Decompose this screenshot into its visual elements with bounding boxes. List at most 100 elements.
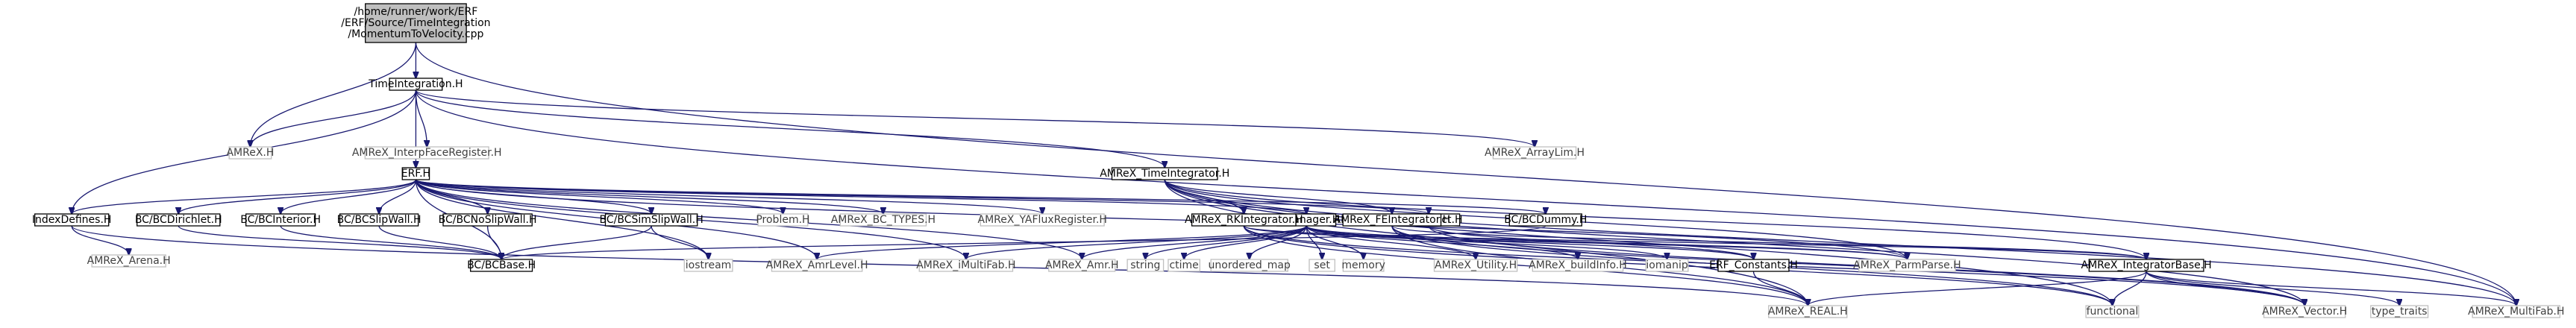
node-bcbase[interactable]: BC/BCBase.H — [467, 259, 536, 272]
node-label-buildinfo: AMReX_buildInfo.H — [1529, 259, 1627, 271]
node-label-root-2: /MomentumToVelocity.cpp — [348, 28, 483, 40]
node-bcdirichlet[interactable]: BC/BCDirichlet.H — [135, 213, 222, 227]
node-yaflux: AMReX_YAFluxRegister.H — [978, 213, 1107, 227]
node-amr: AMReX_Amr.H — [1045, 259, 1119, 272]
edge-rkintegrator-to-integratorbase — [1243, 225, 2146, 259]
node-label-bcinterior: BC/BCInterior.H — [240, 214, 321, 226]
node-label-multifab: AMReX_MultiFab.H — [2468, 306, 2564, 318]
node-box-iomanip — [1645, 259, 1689, 272]
node-label-bcbase: BC/BCBase.H — [467, 259, 536, 271]
node-label-timeintegration: TimeIntegration.H — [368, 78, 463, 90]
edge-timeintegration-to-arraylim — [415, 89, 1535, 147]
node-amrex: AMReX.H — [226, 146, 274, 160]
node-label-utility: AMReX_Utility.H — [1435, 259, 1517, 271]
edge-erf-to-iostream — [415, 179, 708, 259]
node-multifab: AMReX_MultiFab.H — [2468, 305, 2565, 318]
edge-erf-to-bcinterior — [281, 179, 417, 214]
node-amrlevel: AMReX_AmrLevel.H — [766, 259, 868, 272]
edge-erf-to-bcslipwall — [379, 179, 417, 214]
edge-bcsimslipwall-to-bcbase — [501, 225, 652, 259]
edge-rkintegrator-to-parmparse — [1243, 225, 1907, 259]
node-label-unordered_map: unordered_map — [1209, 259, 1291, 271]
node-memory: memory — [1341, 259, 1385, 272]
node-label-timeintegrator: AMReX_TimeIntegrator.H — [1100, 168, 1229, 180]
node-box-root — [365, 3, 467, 43]
node-label-bcdirichlet: BC/BCDirichlet.H — [135, 214, 222, 226]
node-box-type_traits — [2370, 305, 2429, 318]
node-root[interactable]: /home/runner/work/ERF/ERF/Source/TimeInt… — [341, 3, 491, 43]
node-box-integratorbase — [2088, 259, 2204, 272]
node-bcdummy[interactable]: BC/BCDummy.H — [1504, 213, 1587, 227]
node-box-ctime — [1168, 259, 1200, 272]
node-functional: functional — [2085, 305, 2140, 318]
node-label-bcdummy: BC/BCDummy.H — [1504, 214, 1587, 226]
node-erf[interactable]: ERF.H — [401, 167, 430, 180]
node-bcinterior[interactable]: BC/BCInterior.H — [240, 213, 321, 227]
node-label-memory: memory — [1341, 259, 1385, 271]
edge-timeintegrator-to-integratorbase — [1164, 179, 2146, 259]
node-bcsimslipwall[interactable]: BC/BCSimSlipWall.H — [599, 213, 703, 227]
node-label-bcsimslipwall: BC/BCSimSlipWall.H — [599, 214, 703, 226]
edge-bcdirichlet-to-bcbase — [178, 225, 501, 259]
edge-bcslipwall-to-bcbase — [378, 225, 501, 259]
node-unordered_map: unordered_map — [1209, 259, 1291, 272]
node-box-timeintegration — [389, 78, 443, 91]
node-box-problem — [757, 213, 809, 227]
node-rkintegrator[interactable]: AMReX_RKIntegrator.H — [1185, 213, 1303, 227]
node-integratorbase[interactable]: AMReX_IntegratorBase.H — [2081, 259, 2212, 272]
edge-integratorbase-to-functional — [2112, 271, 2147, 306]
node-timeintegration[interactable]: TimeIntegration.H — [368, 78, 463, 91]
edge-rkintegrator-to-real — [1243, 225, 1808, 306]
edge-timeintegrator-to-vector — [1164, 179, 2304, 306]
node-type_traits: type_traits — [2370, 305, 2429, 318]
node-ctime: ctime — [1168, 259, 1200, 272]
edge-feintegrator-to-integratorbase — [1391, 225, 2146, 259]
node-box-real — [1768, 305, 1848, 318]
node-timeintegrator[interactable]: AMReX_TimeIntegrator.H — [1100, 167, 1229, 180]
node-bcnoslipwall[interactable]: BC/BCNoSlipWall.H — [439, 213, 537, 227]
node-label-arena: AMReX_Arena.H — [87, 255, 171, 267]
edge-erf-to-bcdirichlet — [178, 179, 417, 214]
node-box-set — [1309, 259, 1335, 272]
node-label-bctypes: AMReX_BC_TYPES.H — [831, 214, 936, 226]
edge-erfconstants-to-real — [1752, 271, 1808, 306]
node-arena: AMReX_Arena.H — [87, 254, 171, 268]
node-box-rkintegrator — [1191, 213, 1297, 227]
node-label-type_traits: type_traits — [2372, 306, 2428, 318]
node-feintegrator[interactable]: AMReX_FEIntegrator.H — [1334, 213, 1451, 227]
edge-timeintegrator-to-real — [1164, 179, 1808, 306]
edge-timeintegrator-to-feintegrator — [1164, 179, 1392, 214]
node-box-amrlevel — [771, 259, 863, 272]
edge-iomanager-to-memory — [1306, 225, 1363, 259]
node-box-yaflux — [980, 213, 1105, 227]
node-box-interpface — [364, 146, 489, 160]
node-label-arraylim: AMReX_ArrayLim.H — [1485, 147, 1585, 159]
node-string: string — [1126, 259, 1165, 272]
node-box-utility — [1433, 259, 1518, 272]
edge-integratorbase-to-multifab — [2146, 271, 2516, 306]
node-interpface: AMReX_InterpFaceRegister.H — [352, 146, 502, 160]
node-label-parmparse: AMReX_ParmParse.H — [1853, 259, 1961, 271]
node-box-unordered_map — [1210, 259, 1288, 272]
node-label-problem: Problem.H — [756, 214, 809, 226]
node-iostream: iostream — [683, 259, 733, 272]
edge-timeintegration-to-amrex — [250, 89, 417, 147]
edge-iomanager-to-erfconstants — [1306, 225, 1753, 259]
node-label-bcnoslipwall: BC/BCNoSlipWall.H — [439, 214, 537, 226]
edge-timeintegration-to-timeintegrator — [415, 89, 1165, 168]
node-box-timeintegrator — [1111, 167, 1218, 180]
edge-iomanager-to-ctime — [1184, 225, 1307, 259]
edge-iomanager-to-set — [1306, 225, 1322, 259]
node-parmparse: AMReX_ParmParse.H — [1853, 259, 1961, 272]
node-erfconstants[interactable]: ERF_Constants.H — [1709, 259, 1798, 272]
node-box-erf — [401, 167, 430, 180]
node-bcslipwall[interactable]: BC/BCSlipWall.H — [337, 213, 422, 227]
edge-bcinterior-to-bcbase — [280, 225, 501, 259]
node-indexdefines[interactable]: IndexDefines.H — [32, 213, 112, 227]
node-label-erf: ERF.H — [401, 168, 430, 180]
node-label-iomanip: iomanip — [1646, 259, 1687, 271]
edge-timeintegration-to-interpface — [415, 89, 427, 147]
node-iomanip: iomanip — [1645, 259, 1689, 272]
node-label-interpface: AMReX_InterpFaceRegister.H — [352, 147, 502, 159]
